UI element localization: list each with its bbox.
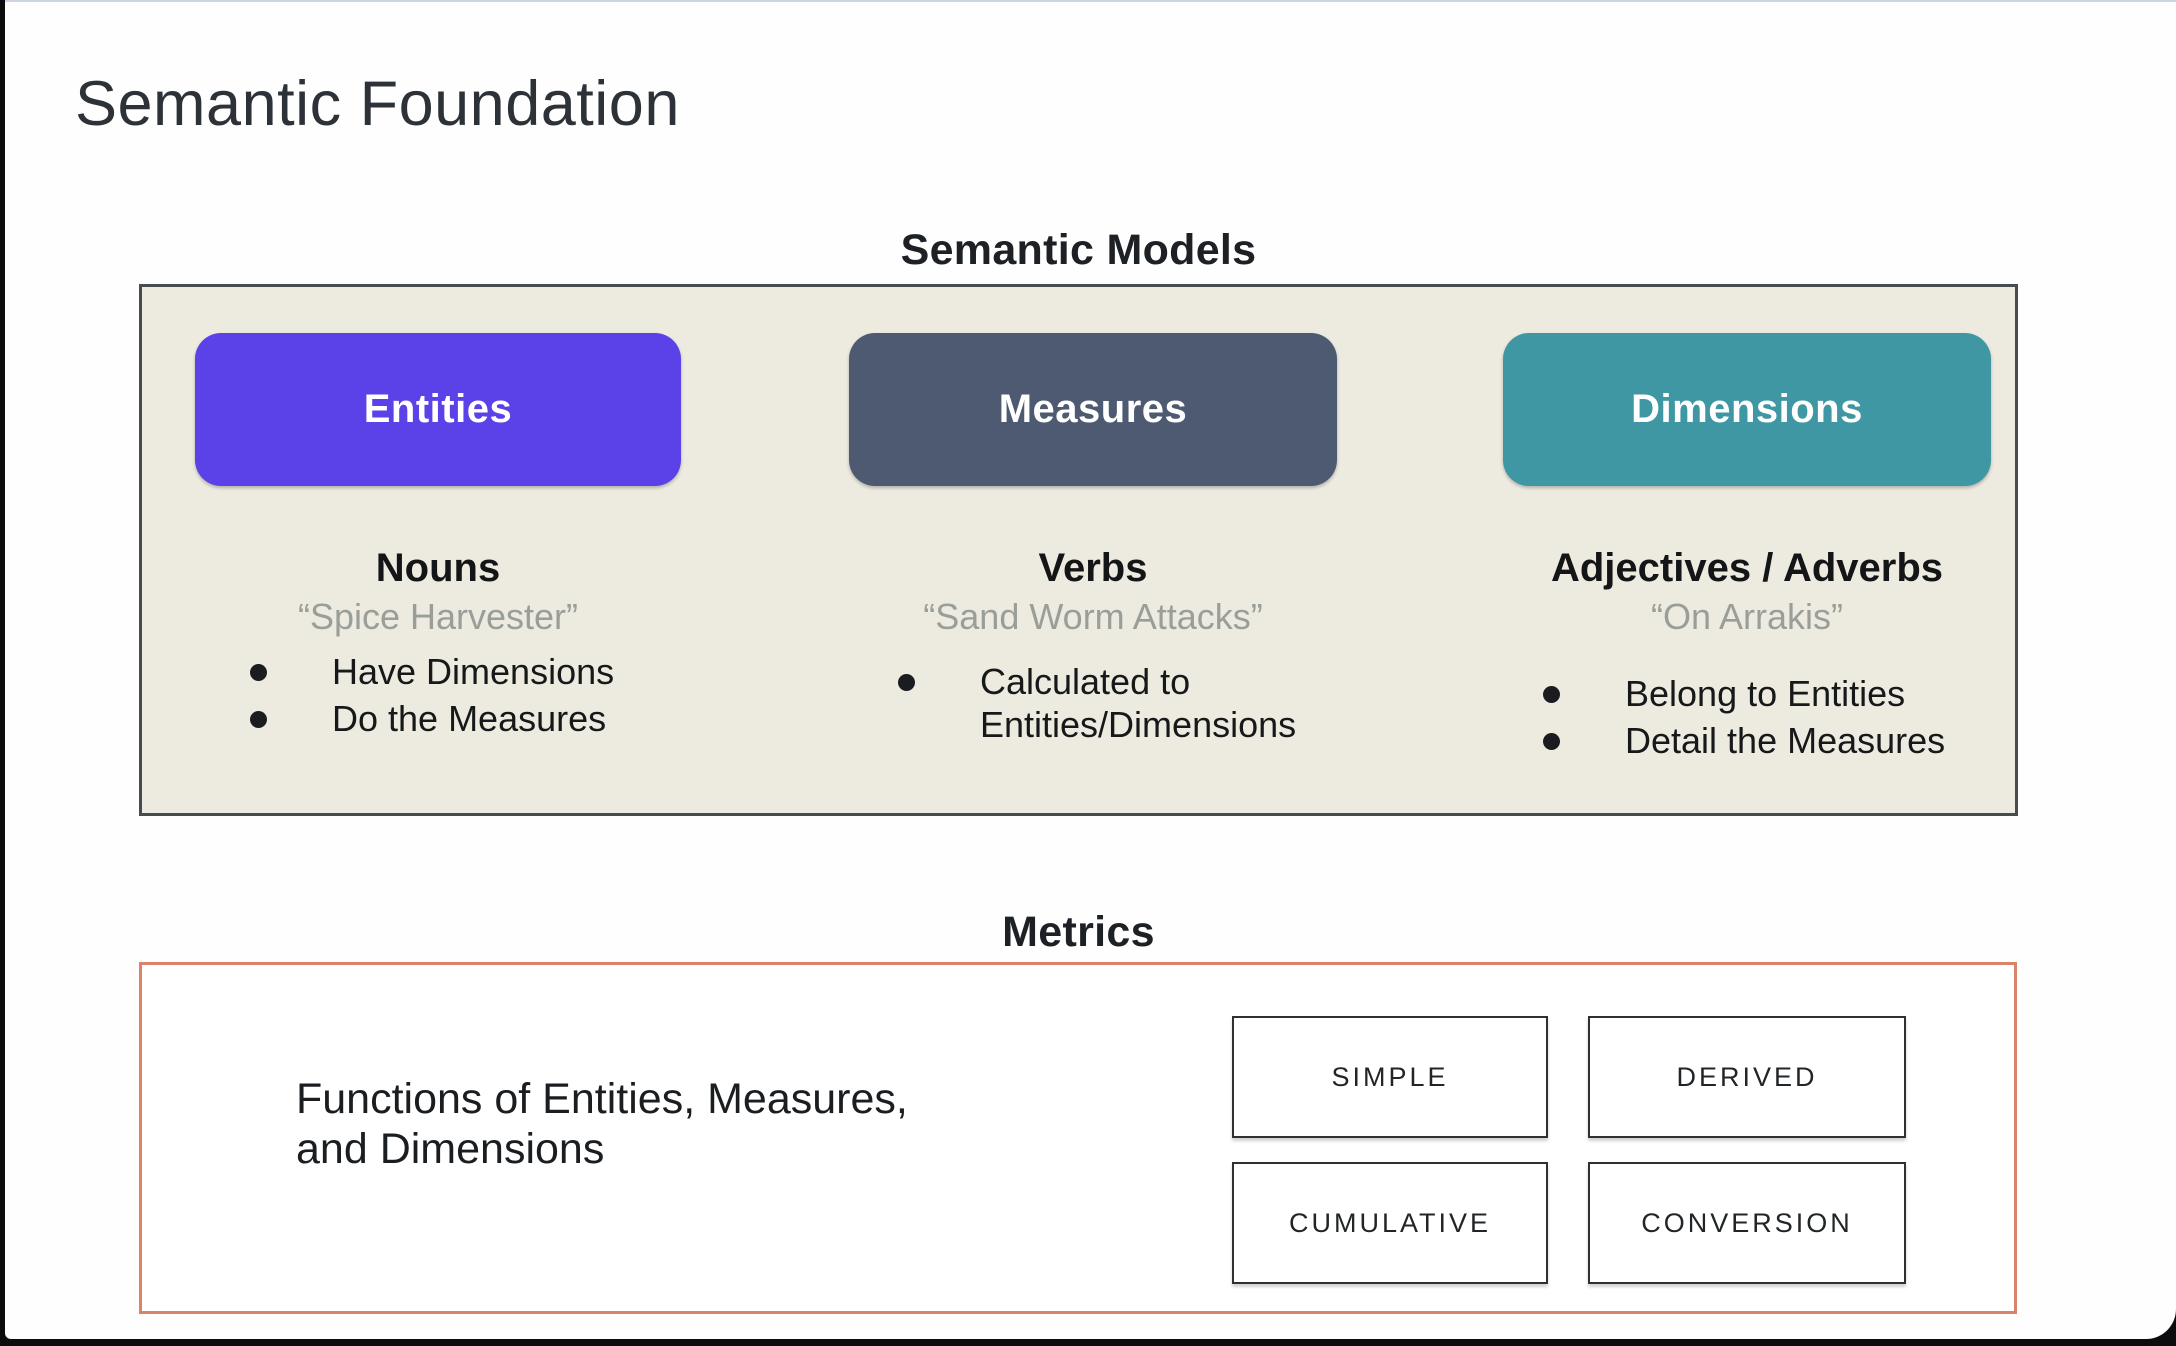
dimensions-pill: Dimensions	[1503, 333, 1991, 486]
bullet-item: Calculated to Entities/Dimensions	[888, 660, 1318, 746]
measures-column: Measures Verbs “Sand Worm Attacks” Calcu…	[849, 284, 1337, 816]
verbs-subtitle: Verbs	[1038, 546, 1148, 590]
nouns-bullet-list: Have Dimensions Do the Measures	[240, 650, 614, 744]
metric-type-derived: DERIVED	[1588, 1016, 1906, 1138]
verbs-quote: “Sand Worm Attacks”	[923, 596, 1263, 637]
nouns-quote: “Spice Harvester”	[297, 596, 579, 637]
bullet-item: Detail the Measures	[1533, 719, 1945, 762]
entities-column: Entities Nouns “Spice Harvester” Have Di…	[195, 284, 681, 816]
bullet-item: Belong to Entities	[1533, 672, 1945, 715]
metrics-description: Functions of Entities, Measures, and Dim…	[296, 1074, 908, 1175]
nouns-subtitle: Nouns	[375, 546, 501, 590]
slide-title: Semantic Foundation	[75, 69, 680, 139]
entities-pill: Entities	[195, 333, 681, 486]
adjectives-bullet-list: Belong to Entities Detail the Measures	[1533, 672, 1945, 766]
verbs-bullet-list: Calculated to Entities/Dimensions	[888, 660, 1318, 750]
metric-type-conversion: CONVERSION	[1588, 1162, 1906, 1284]
dimensions-pill-label: Dimensions	[1631, 387, 1863, 431]
adjectives-subtitle: Adjectives / Adverbs	[1550, 546, 1943, 590]
entities-pill-label: Entities	[363, 387, 513, 431]
metric-type-grid: SIMPLE DERIVED CUMULATIVE CONVERSION	[1232, 1016, 1906, 1284]
bullet-item: Have Dimensions	[240, 650, 614, 693]
measures-pill: Measures	[849, 333, 1337, 486]
metrics-description-line: Functions of Entities, Measures,	[296, 1075, 908, 1123]
metric-type-cumulative: CUMULATIVE	[1232, 1162, 1548, 1284]
bullet-item: Do the Measures	[240, 697, 614, 740]
metrics-heading: Metrics	[1002, 908, 1155, 956]
adjectives-quote: “On Arrakis”	[1650, 596, 1844, 637]
metric-type-simple: SIMPLE	[1232, 1016, 1548, 1138]
metrics-description-line: and Dimensions	[296, 1125, 605, 1174]
dimensions-column: Dimensions Adjectives / Adverbs “On Arra…	[1503, 284, 1991, 816]
semantic-models-heading: Semantic Models	[900, 226, 1257, 274]
measures-pill-label: Measures	[998, 387, 1188, 431]
